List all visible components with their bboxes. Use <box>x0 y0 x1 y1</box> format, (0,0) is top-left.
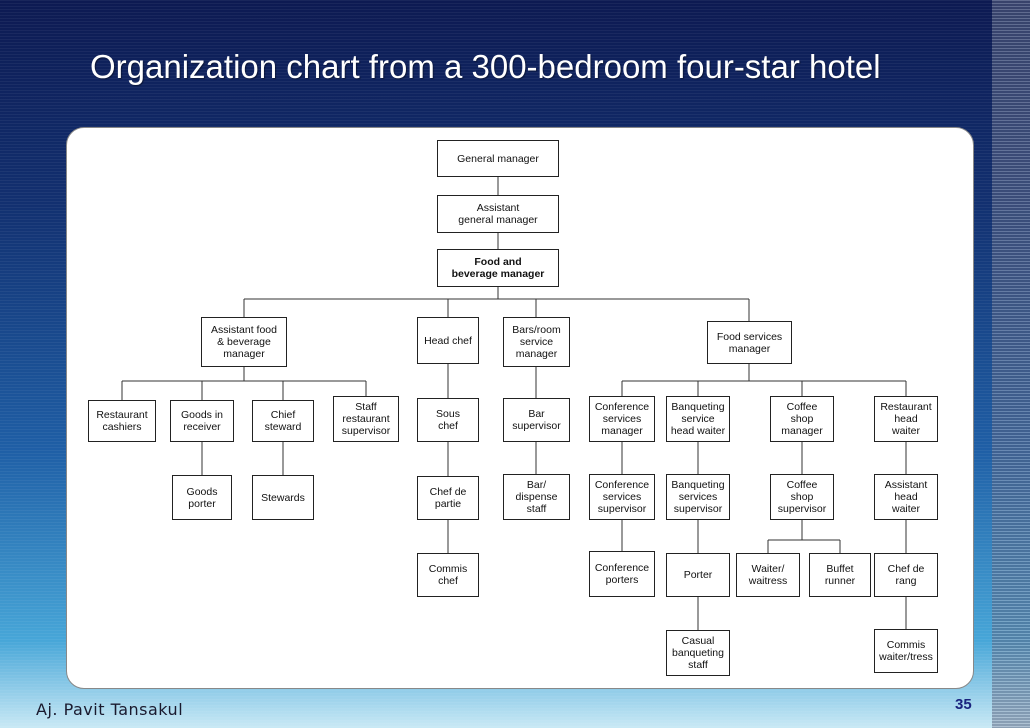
node-food-services-manager: Food services manager <box>707 321 792 364</box>
node-banqueting-service-head-waiter: Banqueting service head waiter <box>666 396 730 442</box>
node-porter: Porter <box>666 553 730 597</box>
node-goods-in-receiver: Goods in receiver <box>170 400 234 442</box>
node-assistant-head-waiter: Assistant head waiter <box>874 474 938 520</box>
node-conference-services-manager: Conference services manager <box>589 396 655 442</box>
node-coffee-shop-supervisor: Coffee shop supervisor <box>770 474 834 520</box>
node-commis-chef: Commis chef <box>417 553 479 597</box>
node-chef-de-rang: Chef de rang <box>874 553 938 597</box>
node-restaurant-cashiers: Restaurant cashiers <box>88 400 156 442</box>
right-edge-band <box>992 0 1030 728</box>
node-assistant-fb-manager: Assistant food & beverage manager <box>201 317 287 367</box>
node-bar-supervisor: Bar supervisor <box>503 398 570 442</box>
node-goods-porter: Goods porter <box>172 475 232 520</box>
slide-title: Organization chart from a 300-bedroom fo… <box>90 48 881 85</box>
node-general-manager: General manager <box>437 140 559 177</box>
node-banqueting-services-supervisor: Banqueting services supervisor <box>666 474 730 520</box>
node-staff-restaurant-supervisor: Staff restaurant supervisor <box>333 396 399 442</box>
node-buffet-runner: Buffet runner <box>809 553 871 597</box>
footer-author: Aj. Pavit Tansakul <box>36 700 184 719</box>
node-restaurant-head-waiter: Restaurant head waiter <box>874 396 938 442</box>
node-chief-steward: Chief steward <box>252 400 314 442</box>
page-number: 35 <box>955 696 972 713</box>
node-sous-chef: Sous chef <box>417 398 479 442</box>
node-coffee-shop-manager: Coffee shop manager <box>770 396 834 442</box>
node-waiter-waitress: Waiter/ waitress <box>736 553 800 597</box>
node-head-chef: Head chef <box>417 317 479 364</box>
node-conference-porters: Conference porters <box>589 551 655 597</box>
node-food-beverage-manager: Food and beverage manager <box>437 249 559 287</box>
node-conference-services-supervisor: Conference services supervisor <box>589 474 655 520</box>
node-chef-de-partie: Chef de partie <box>417 476 479 520</box>
node-bar-dispense-staff: Bar/ dispense staff <box>503 474 570 520</box>
node-bars-room-service-manager: Bars/room service manager <box>503 317 570 367</box>
node-stewards: Stewards <box>252 475 314 520</box>
node-assistant-general-manager: Assistant general manager <box>437 195 559 233</box>
node-casual-banqueting-staff: Casual banqueting staff <box>666 630 730 676</box>
node-commis-waiter-tress: Commis waiter/tress <box>874 629 938 673</box>
